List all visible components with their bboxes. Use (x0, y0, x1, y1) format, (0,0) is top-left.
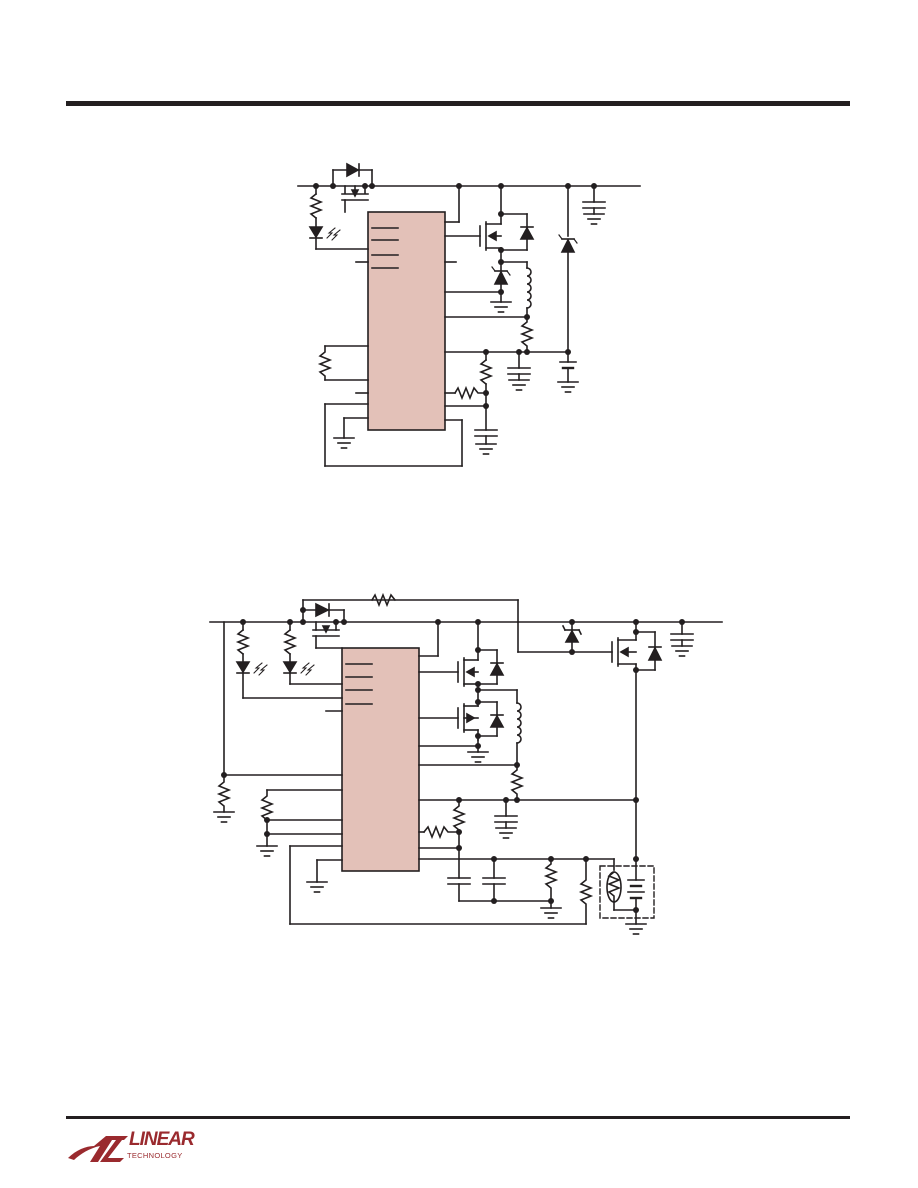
header-rule (66, 101, 850, 106)
logo-subtitle: TECHNOLOGY (127, 1151, 183, 1160)
led-resistor-2b (282, 621, 343, 685)
controller-ic-1 (367, 211, 446, 431)
controller-ic-2 (341, 647, 420, 872)
footer-rule (66, 1116, 850, 1119)
led-resistor-2a (235, 621, 343, 699)
logo-wordmark: LINEAR (129, 1129, 195, 1150)
led-resistor-1 (308, 185, 369, 250)
pmos-switch-1 (479, 185, 502, 263)
linear-technology-lt-icon (68, 1136, 128, 1162)
